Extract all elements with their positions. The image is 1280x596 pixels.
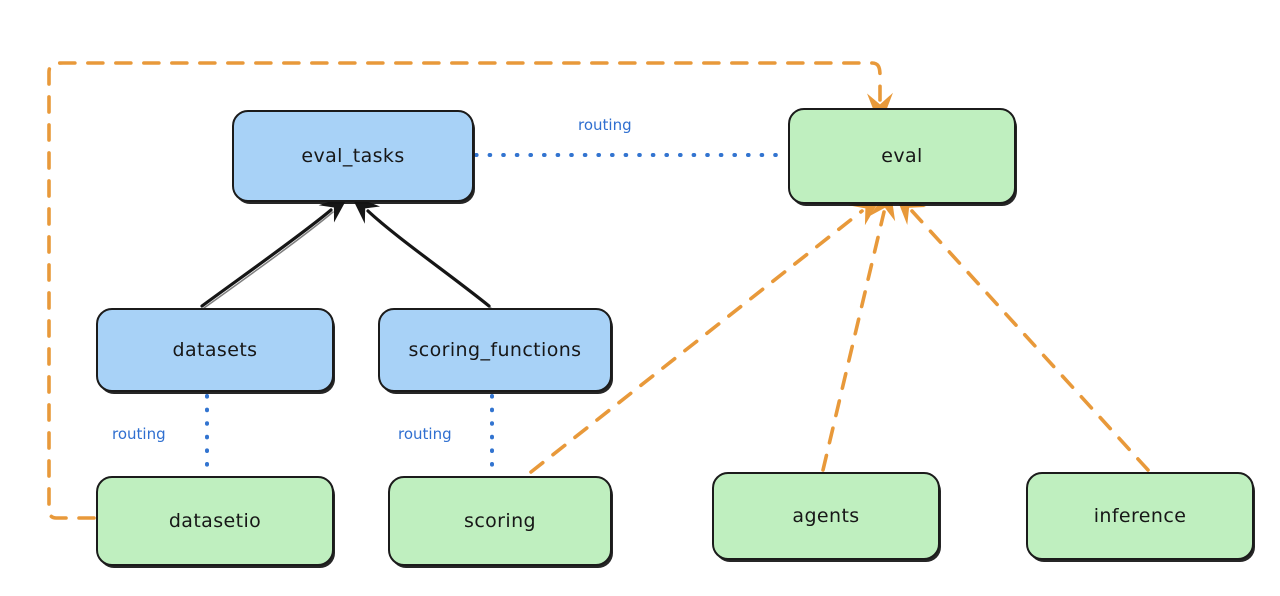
- node-label: eval_tasks: [301, 145, 405, 167]
- node-datasetio[interactable]: datasetio: [96, 476, 334, 566]
- node-scoring-functions[interactable]: scoring_functions: [378, 308, 612, 392]
- node-label: agents: [792, 505, 860, 527]
- node-label: eval: [881, 145, 923, 167]
- node-label: scoring_functions: [408, 339, 582, 361]
- node-label: inference: [1093, 505, 1187, 527]
- edge-agents-to-eval: [821, 186, 896, 472]
- edge-datasets-to-eval-tasks: [200, 194, 350, 309]
- node-agents[interactable]: agents: [712, 472, 940, 560]
- node-eval-tasks[interactable]: eval_tasks: [232, 110, 474, 202]
- node-eval[interactable]: eval: [788, 108, 1016, 204]
- node-inference[interactable]: inference: [1026, 472, 1254, 560]
- node-label: datasets: [172, 339, 258, 361]
- node-scoring[interactable]: scoring: [388, 476, 612, 566]
- edge-label-routing-datasets-datasetio: routing: [112, 425, 166, 443]
- node-label: datasetio: [168, 510, 262, 532]
- edge-scoring-functions-to-eval-tasks: [350, 194, 492, 309]
- edge-inference-to-eval: [894, 191, 1150, 472]
- edge-label-routing-eval-tasks-eval: routing: [578, 116, 632, 134]
- node-datasets[interactable]: datasets: [96, 308, 334, 392]
- node-label: scoring: [464, 510, 536, 532]
- edge-label-routing-scoring-functions-scoring: routing: [398, 425, 452, 443]
